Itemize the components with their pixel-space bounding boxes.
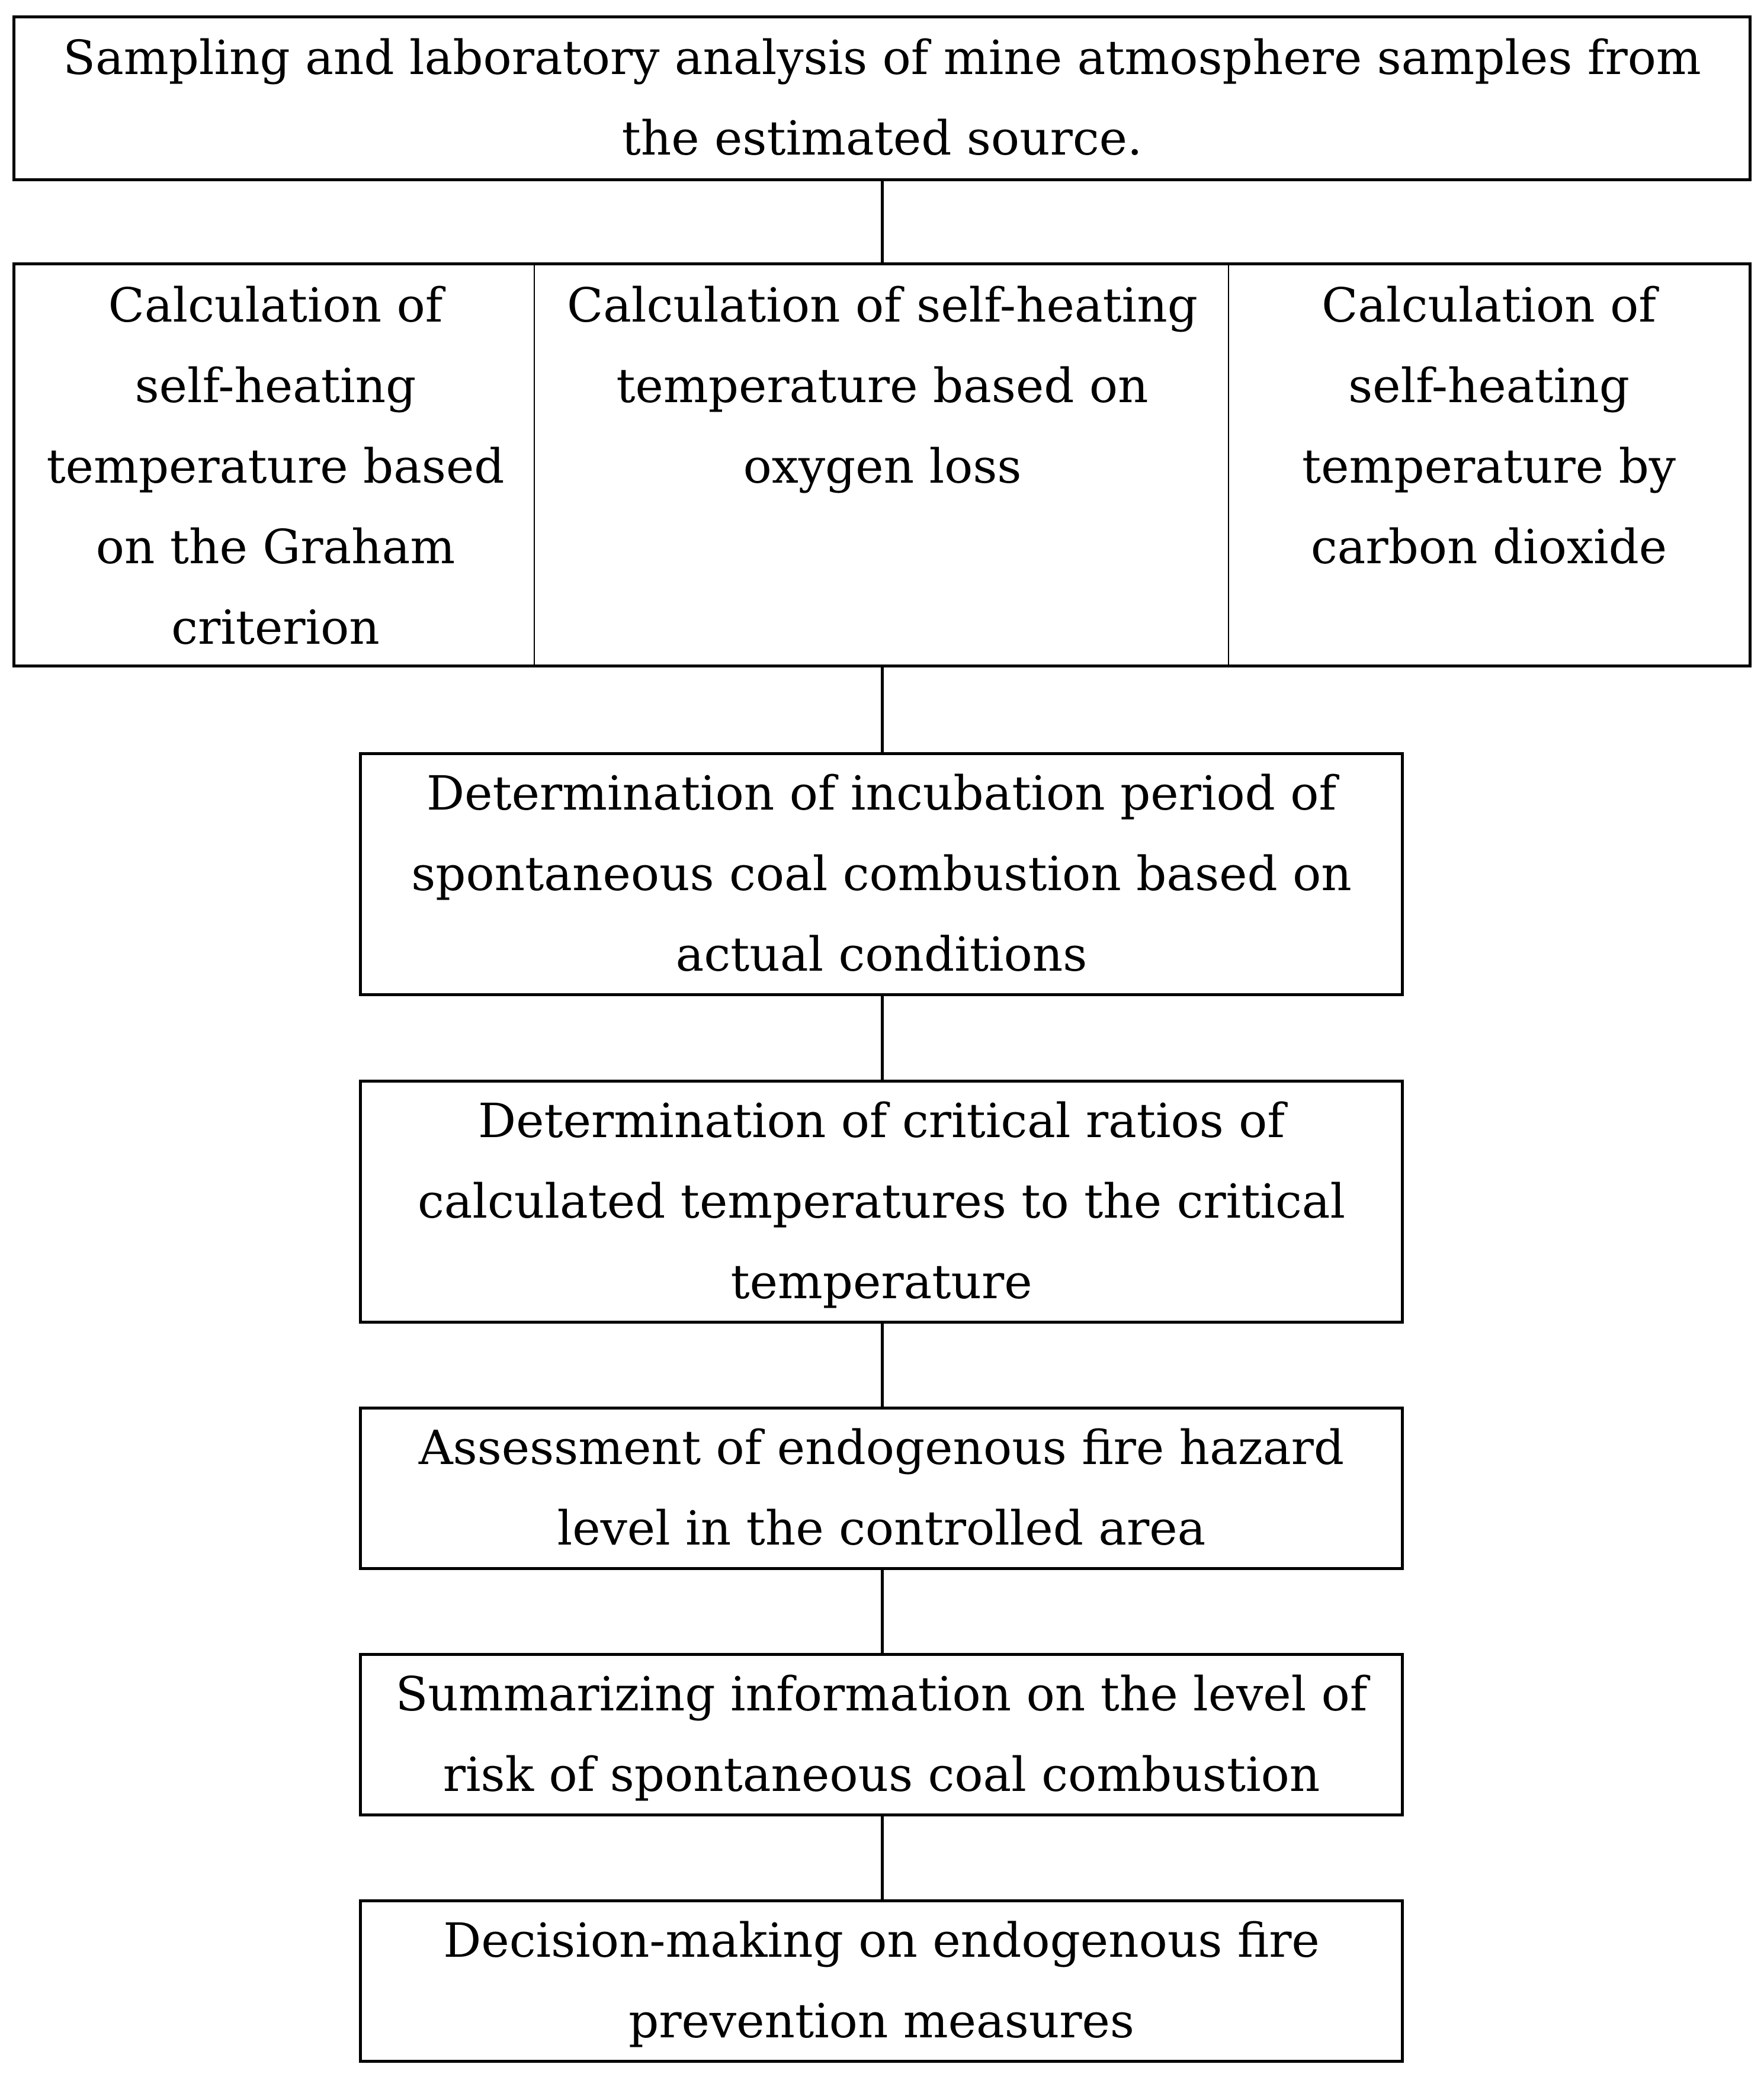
text-line: actual conditions <box>675 927 1088 982</box>
connector-line <box>881 1324 884 1407</box>
text-line: carbon dioxide <box>1310 519 1667 574</box>
text-line: temperature by <box>1302 439 1676 494</box>
risk-summary-box: Summarizing information on the level of … <box>359 1653 1404 1816</box>
text-line: prevention measures <box>628 1993 1134 2049</box>
text-line: Determination of incubation period of <box>426 766 1337 821</box>
text-line: Calculation of self-heating <box>567 278 1198 333</box>
sampling-analysis-box: Sampling and laboratory analysis of mine… <box>12 15 1752 181</box>
text-line: Sampling and laboratory analysis of mine… <box>63 30 1701 85</box>
text-line: on the Graham <box>95 519 456 574</box>
text-line: Calculation of <box>108 278 443 333</box>
carbon-dioxide-text: Calculation of self-heating temperature … <box>1302 265 1676 588</box>
text-line: self-heating <box>1348 358 1630 413</box>
connector-line <box>881 1570 884 1653</box>
text-line: spontaneous coal combustion based on <box>411 846 1352 901</box>
connector-line <box>881 1816 884 1899</box>
text-line: calculated temperatures to the critical <box>417 1174 1346 1229</box>
text-line: level in the controlled area <box>557 1501 1206 1556</box>
critical-ratios-text: Determination of critical ratios of calc… <box>418 1081 1345 1322</box>
text-line: self-heating <box>134 358 416 413</box>
text-line: Summarizing information on the level of <box>395 1667 1368 1722</box>
text-line: the estimated source. <box>621 111 1143 166</box>
critical-ratios-box: Determination of critical ratios of calc… <box>359 1080 1404 1324</box>
oxygen-loss-text: Calculation of self-heating temperature … <box>567 265 1198 507</box>
graham-criterion-box: Calculation of self-heating temperature … <box>12 262 537 667</box>
risk-summary-text: Summarizing information on the level of … <box>396 1654 1368 1815</box>
hazard-assessment-text: Assessment of endogenous fire hazard lev… <box>419 1408 1344 1569</box>
oxygen-loss-box: Calculation of self-heating temperature … <box>534 262 1231 667</box>
connector-line <box>881 996 884 1080</box>
connector-line <box>881 181 884 262</box>
decision-making-box: Decision-making on endogenous fire preve… <box>359 1899 1404 2063</box>
decision-making-text: Decision-making on endogenous fire preve… <box>443 1901 1320 2062</box>
text-line: criterion <box>171 600 380 655</box>
text-line: Calculation of <box>1322 278 1656 333</box>
text-line: Determination of critical ratios of <box>478 1093 1285 1148</box>
text-line: oxygen loss <box>743 439 1022 494</box>
text-line: temperature based <box>46 439 505 494</box>
connector-line <box>881 667 884 752</box>
graham-criterion-text: Calculation of self-heating temperature … <box>46 265 504 668</box>
text-line: Decision-making on endogenous fire <box>443 1913 1320 1968</box>
text-line: temperature based on <box>616 358 1149 413</box>
incubation-period-box: Determination of incubation period of sp… <box>359 752 1404 996</box>
sampling-analysis-text: Sampling and laboratory analysis of mine… <box>63 18 1701 179</box>
text-line: risk of spontaneous coal combustion <box>442 1747 1320 1802</box>
text-line: temperature <box>730 1254 1032 1309</box>
text-line: Assessment of endogenous fire hazard <box>418 1420 1345 1475</box>
hazard-assessment-box: Assessment of endogenous fire hazard lev… <box>359 1407 1404 1570</box>
incubation-period-text: Determination of incubation period of sp… <box>411 753 1352 995</box>
carbon-dioxide-box: Calculation of self-heating temperature … <box>1228 262 1752 667</box>
